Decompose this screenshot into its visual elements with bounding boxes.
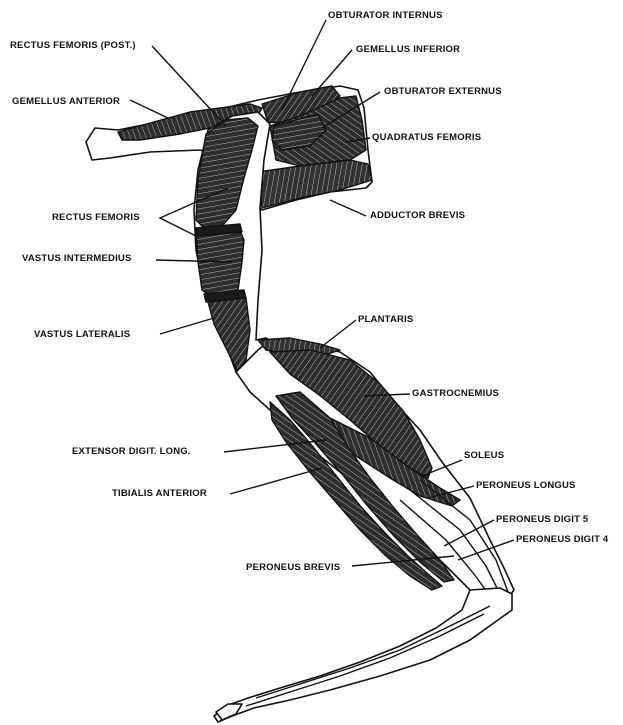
label-tibialis-anterior: TIBIALIS ANTERIOR bbox=[112, 488, 207, 499]
label-plantaris: PLANTARIS bbox=[358, 314, 413, 325]
label-quadratus-femoris: QUADRATUS FEMORIS bbox=[372, 132, 481, 143]
label-peroneus-longus: PERONEUS LONGUS bbox=[476, 480, 576, 491]
label-gemellus-anterior: GEMELLUS ANTERIOR bbox=[12, 96, 120, 107]
vastus-lateralis-muscle bbox=[208, 298, 250, 372]
label-adductor-brevis: ADDUCTOR BREVIS bbox=[370, 210, 465, 221]
label-vastus-intermedius: VASTUS INTERMEDIUS bbox=[22, 253, 132, 264]
leader-adductor-brevis bbox=[330, 200, 366, 216]
leader-tibialis-anterior bbox=[230, 468, 322, 494]
label-obturator-internus: OBTURATOR INTERNUS bbox=[328, 10, 443, 21]
label-peroneus-brevis: PERONEUS BREVIS bbox=[246, 562, 340, 573]
label-vastus-lateralis: VASTUS LATERALIS bbox=[34, 329, 130, 340]
leader-vastus-lateralis bbox=[160, 318, 214, 334]
label-obturator-externus: OBTURATOR EXTERNUS bbox=[384, 86, 502, 97]
label-rectus-femoris-post: RECTUS FEMORIS (POST.) bbox=[10, 40, 136, 51]
label-peroneus-digit-5: PERONEUS DIGIT 5 bbox=[496, 514, 588, 525]
label-peroneus-digit-4: PERONEUS DIGIT 4 bbox=[516, 534, 608, 545]
label-rectus-femoris: RECTUS FEMORIS bbox=[52, 212, 140, 223]
label-gemellus-inferior: GEMELLUS INFERIOR bbox=[356, 44, 460, 55]
leader-gemellus-anterior bbox=[130, 100, 168, 118]
toe-tip bbox=[216, 704, 242, 720]
label-gastrocnemius: GASTROCNEMIUS bbox=[412, 388, 499, 399]
label-extensor-digit-long: EXTENSOR DIGIT. LONG. bbox=[72, 446, 191, 457]
leader-plantaris bbox=[320, 320, 356, 348]
label-soleus: SOLEUS bbox=[464, 450, 504, 461]
